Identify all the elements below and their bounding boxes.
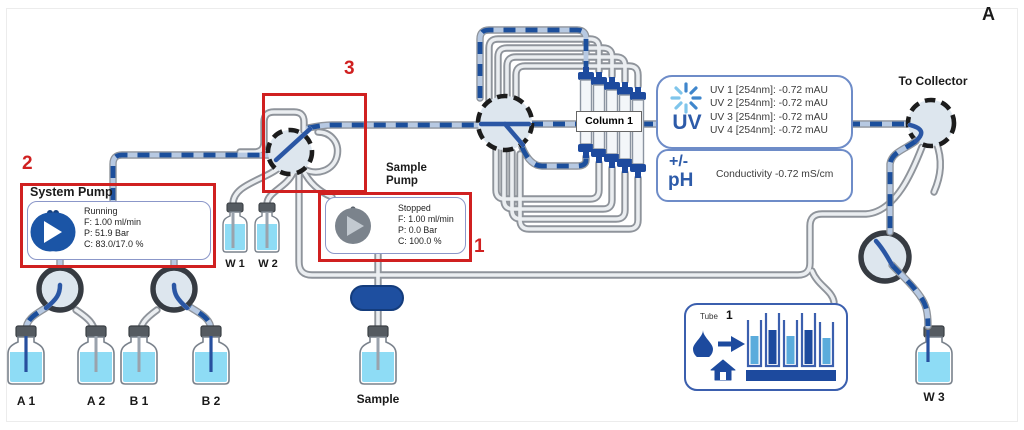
mixer-valve[interactable] (265, 127, 315, 177)
uv-reading-2: UV 2 [254nm]: -0.72 mAU (710, 98, 828, 110)
bottle-label-a1: A 1 (16, 394, 36, 408)
system-pump-status: Running (84, 206, 118, 216)
bottle-label-b1: B 1 (129, 394, 149, 408)
bottle-label-w1: W 1 (225, 258, 245, 270)
bottle-label-a2: A 2 (86, 394, 106, 408)
tube-word: Tube (700, 312, 718, 321)
marker-1: 1 (474, 236, 485, 257)
bottle-label-b2: B 2 (201, 394, 221, 408)
fraction-collector-panel[interactable]: Tube 1 (684, 303, 848, 391)
bottle-label-w3: W 3 (923, 390, 945, 404)
column-5[interactable] (630, 87, 646, 178)
bottle-w3 (916, 326, 952, 384)
tube-number: 1 (726, 308, 733, 322)
sample-pump-status: Stopped (398, 203, 431, 213)
uv-reading-4: UV 4 [254nm]: -0.72 mAU (710, 125, 828, 137)
system-pump-pressure: P: 51.9 Bar (84, 228, 130, 238)
uv-lamp-icon (670, 82, 702, 114)
uv-label: UV (672, 111, 702, 134)
drop-icon (693, 330, 713, 357)
bottle-label-w2: W 2 (258, 258, 278, 270)
sample-pump-title: Sample Pump (386, 162, 427, 187)
marker-3: 3 (344, 58, 355, 79)
sample-pump-concentration: C: 100.0 % (398, 236, 442, 246)
bottle-w1 (223, 203, 247, 252)
to-collector-label: To Collector (898, 74, 968, 88)
pump-icon-stopped (335, 206, 371, 244)
arrow-right-icon (718, 336, 745, 352)
fraction-tubes-graphic (746, 313, 836, 381)
pump-icon (30, 210, 70, 252)
system-pump-panel[interactable]: Running F: 1.00 ml/min P: 51.9 Bar C: 83… (27, 201, 211, 260)
column-label[interactable]: Column 1 (576, 111, 642, 132)
plus-minus-label: +/- (669, 153, 689, 170)
sample-pump-flow: F: 1.00 ml/min (398, 214, 454, 224)
bottle-label-sample: Sample (356, 392, 400, 406)
sample-pump-panel[interactable]: Stopped F: 1.00 ml/min P: 0.0 Bar C: 100… (325, 197, 466, 254)
marker-2: 2 (22, 153, 33, 174)
uv-reading-3: UV 3 [254nm]: -0.72 mAU (710, 111, 828, 123)
system-pump-title: System Pump (30, 185, 113, 199)
ph-cond-panel[interactable]: +/- pH Conductivity -0.72 mS/cm (656, 149, 853, 202)
sample-pump-pressure: P: 0.0 Bar (398, 225, 438, 235)
figure-label: A (982, 4, 995, 24)
air-sensor[interactable] (350, 285, 404, 311)
uv-monitor-panel[interactable]: UV UV 1 [254nm]: -0.72 mAU UV 2 [254nm]:… (656, 75, 853, 149)
page-frame (6, 8, 1018, 422)
system-pump-concentration: C: 83.0/17.0 % (84, 239, 144, 249)
ph-label: pH (668, 170, 694, 191)
uv-reading-1: UV 1 [254nm]: -0.72 mAU (710, 85, 828, 96)
conductivity-reading: Conductivity -0.72 mS/cm (716, 169, 834, 180)
home-icon (710, 359, 736, 381)
system-pump-flow: F: 1.00 ml/min (84, 217, 142, 227)
